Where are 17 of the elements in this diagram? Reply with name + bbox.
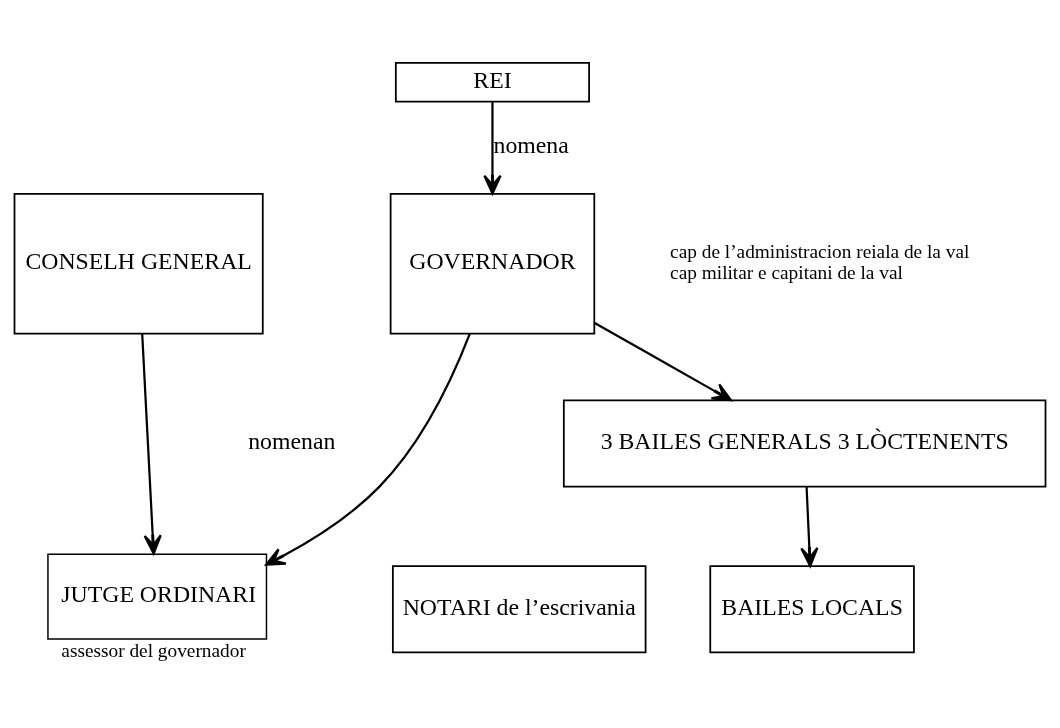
node-box: GOVERNADOR [389,192,596,335]
edge-label: nomena [493,132,569,159]
arrow [141,333,162,555]
node-box: NOTARI de l’escrivania [391,565,647,654]
node-box: BAILES LOCALS [709,565,915,654]
arrow [594,322,733,402]
arrow [265,333,471,566]
node-label: assessor del governador [61,640,246,662]
label: nomenan [248,428,336,455]
node-box: CONSELH GENERAL [13,192,264,335]
arrow [483,102,502,195]
node-label: cap de l’administracion reiala de la val [670,241,970,263]
node-label: cap militar e capitani de la val [670,262,903,284]
node-box: 3 BAILES GENERALS 3 LÒCTENENTS [562,399,1047,488]
node-box: JUTGE ORDINARI [47,553,268,640]
arrow [800,486,819,568]
node-box: REI [394,62,590,103]
